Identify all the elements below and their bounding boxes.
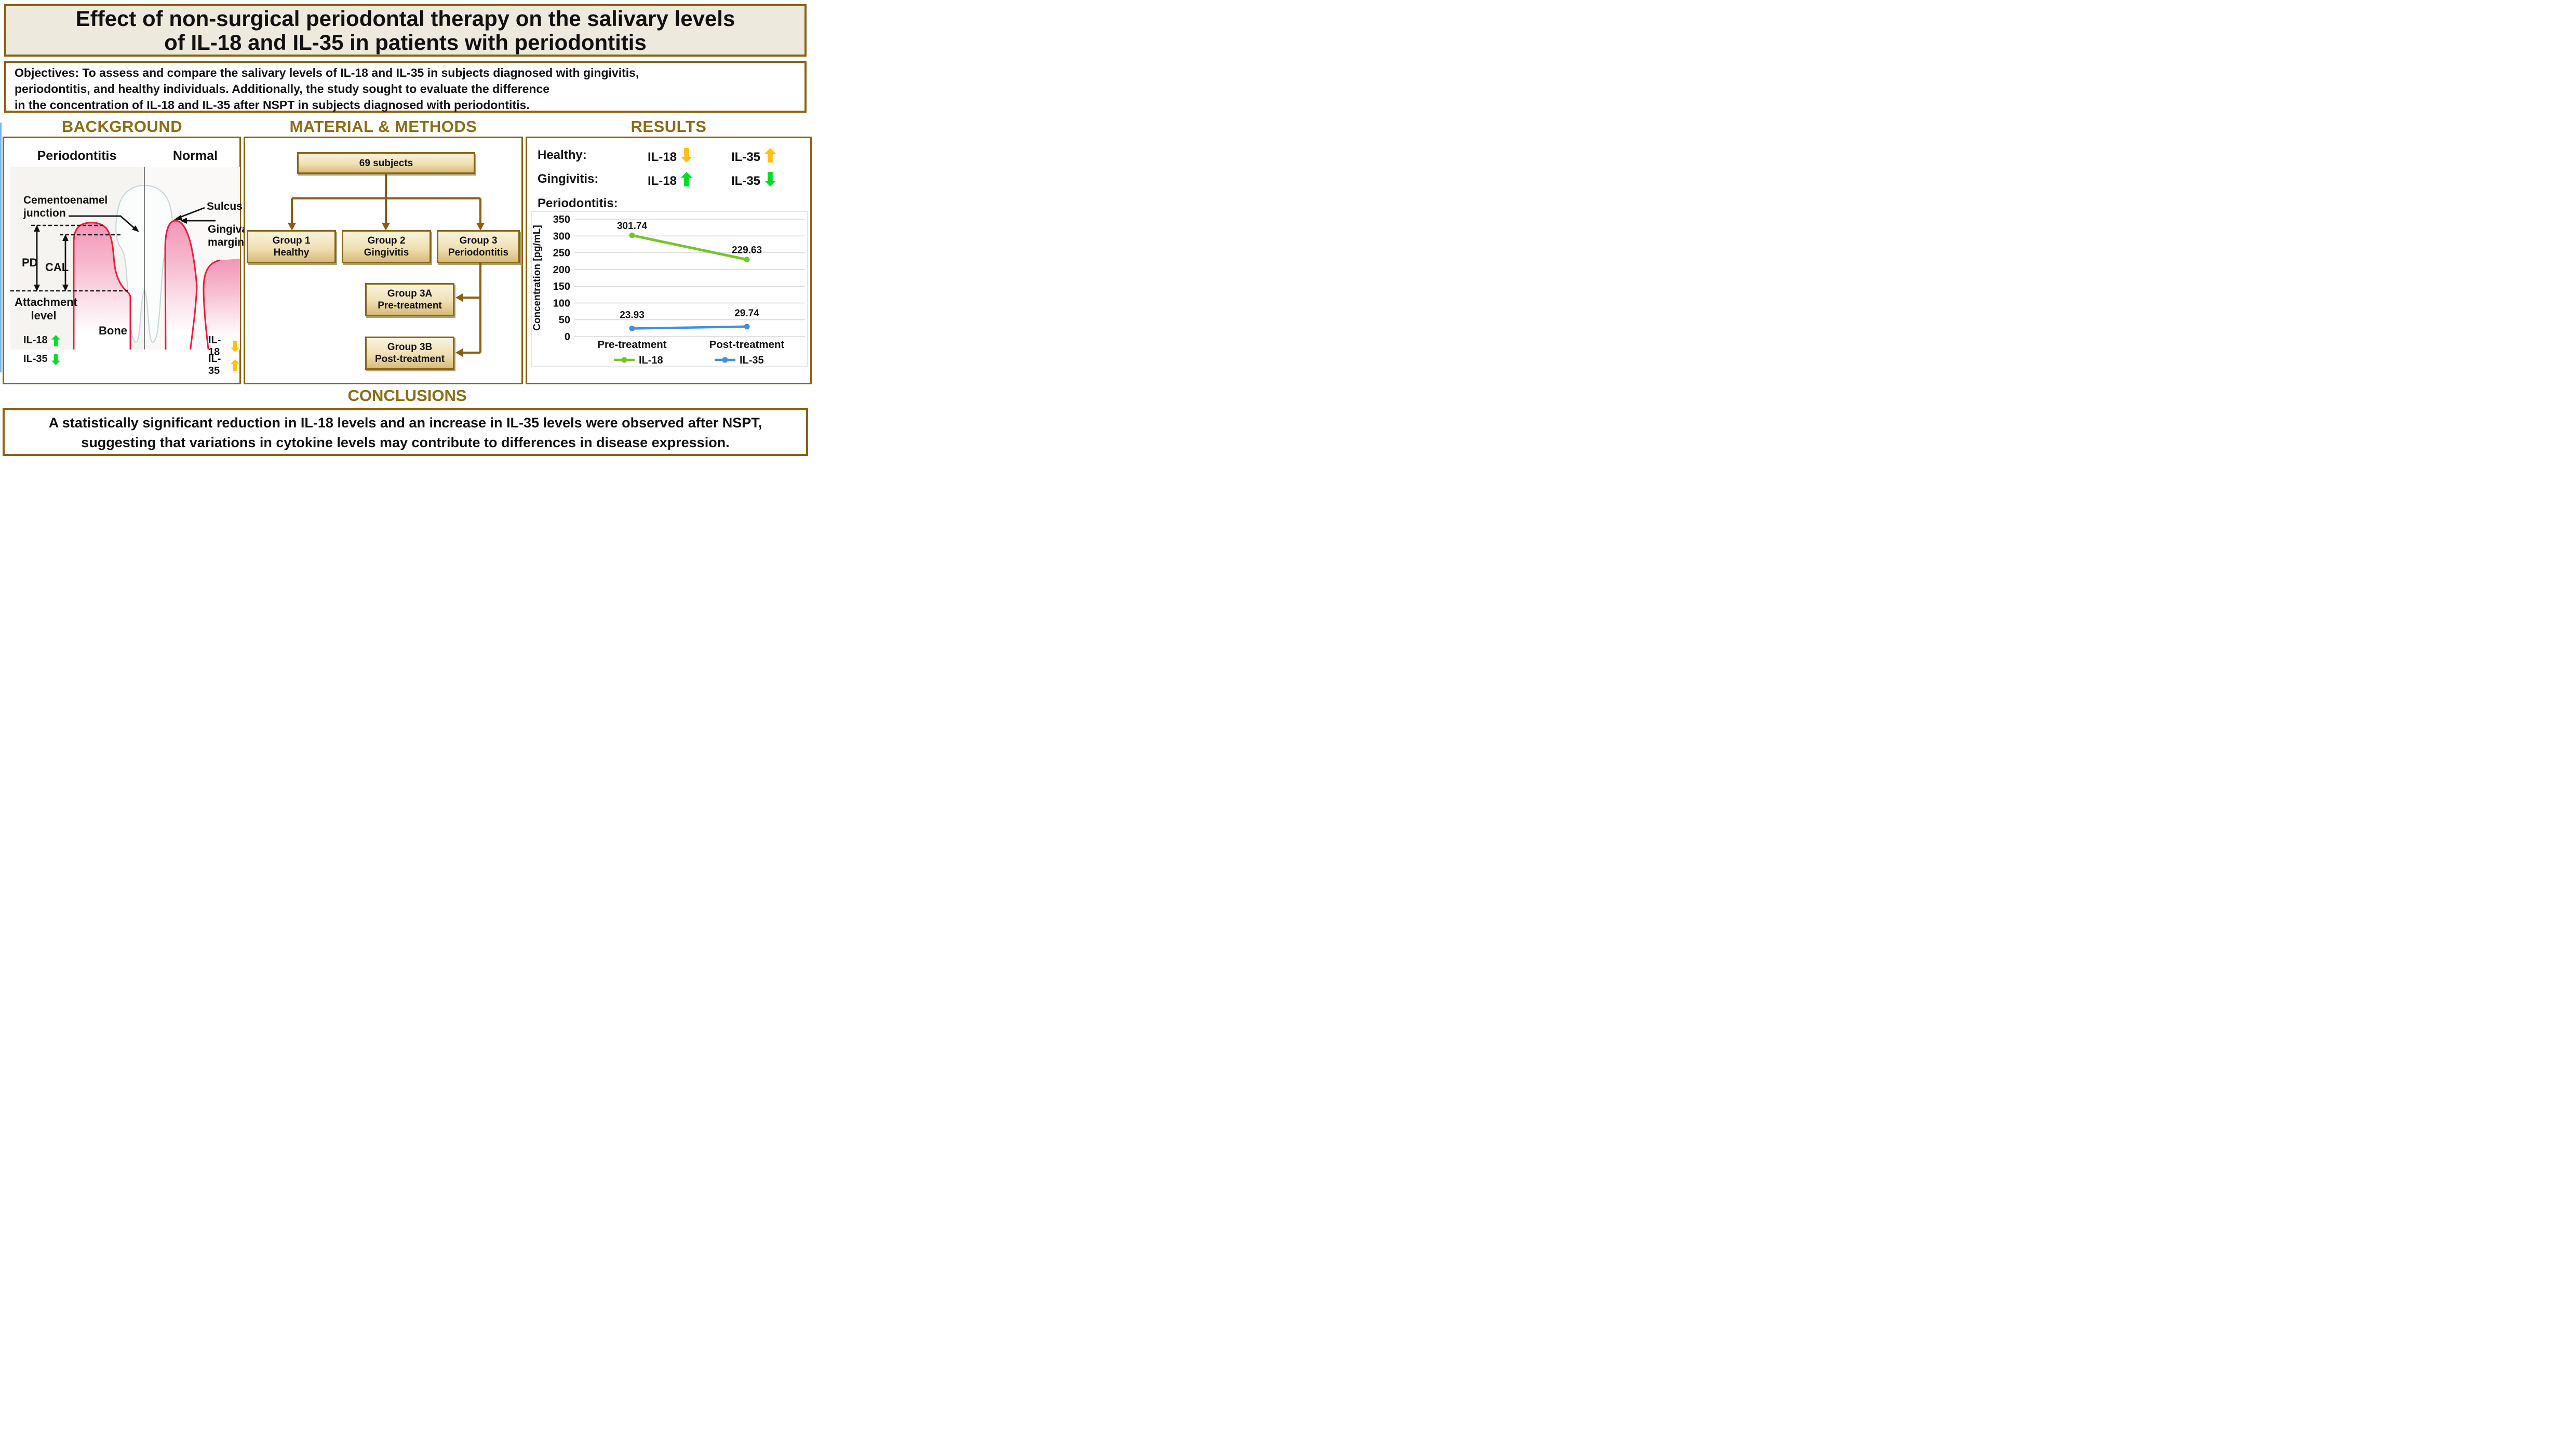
normal-gum-left-lobe: [164, 220, 198, 354]
yellow-up-arrow-icon: [764, 148, 776, 166]
results-healthy-label: Healthy:: [538, 148, 587, 162]
group3-box: Group 3 Periodontitis: [437, 230, 520, 263]
conclusions-line1: A statistically significant reduction in…: [48, 415, 762, 431]
pd-label: PD: [22, 256, 38, 269]
results-gingivitis-label: Gingivitis:: [538, 172, 599, 186]
background-panel: Periodontitis Normal: [3, 137, 251, 384]
objectives-line3: in the concentration of IL-18 and IL-35 …: [15, 98, 530, 112]
attachment-level-label: Attachment level: [15, 296, 78, 322]
cal-label: CAL: [45, 261, 69, 274]
bone-label: Bone: [99, 324, 127, 337]
conclusions-line2: suggesting that variations in cytokine l…: [81, 435, 730, 450]
objectives-line2: periodontitis, and healthy individuals. …: [15, 82, 550, 96]
bg-left-il35-indicator: IL-35: [23, 353, 60, 365]
methods-panel: 69 subjects Group 1 Healthy Group 2 Ging…: [244, 137, 523, 384]
results-healthy-il18: IL-18: [648, 148, 693, 166]
tooth-diagram-graphic: [10, 167, 240, 354]
yellow-up-arrow-icon: [231, 359, 239, 371]
svg-text:50: 50: [559, 315, 570, 326]
svg-text:301.74: 301.74: [617, 221, 648, 232]
pd-measure-arrow: [34, 225, 40, 291]
svg-text:23.93: 23.93: [620, 310, 645, 321]
periodontitis-gum: [73, 222, 131, 354]
svg-text:Post-treatment: Post-treatment: [709, 339, 785, 351]
objectives-box: Objectives: To assess and compare the sa…: [4, 61, 807, 113]
subjects-box: 69 subjects: [297, 152, 475, 174]
gingival-margin-label: Gingival margin: [208, 223, 251, 248]
svg-text:IL-18: IL-18: [639, 355, 663, 366]
left-edge-blue-line: [0, 123, 2, 372]
il18-label: IL-18: [208, 334, 221, 358]
svg-text:229.63: 229.63: [732, 245, 762, 256]
green-up-arrow-icon: [681, 172, 693, 190]
group3b-box: Group 3B Post-treatment: [365, 337, 454, 370]
results-gingivitis-il18: IL-18: [648, 172, 693, 190]
svg-text:0: 0: [565, 331, 570, 343]
title-banner: Effect of non-surgical periodontal thera…: [4, 4, 807, 57]
tooth-diagram: Cementoenamel junction Sulcus Gingival m…: [10, 167, 251, 354]
normal-heading: Normal: [172, 149, 218, 163]
results-gingivitis-il35: IL-35: [731, 172, 776, 190]
svg-text:Concentration [pg/mL]: Concentration [pg/mL]: [532, 225, 543, 331]
green-up-arrow-icon: [51, 334, 60, 346]
svg-text:300: 300: [553, 231, 570, 242]
svg-text:IL-35: IL-35: [740, 355, 764, 366]
conclusions-box: A statistically significant reduction in…: [3, 408, 808, 456]
svg-text:250: 250: [553, 248, 570, 259]
svg-text:Pre-treatment: Pre-treatment: [597, 339, 666, 351]
sulcus-pointer-arrow: [174, 207, 205, 220]
normal-gum-right-edge: [203, 259, 221, 353]
gingival-margin-pointer-arrow: [180, 218, 216, 224]
conclusions-header: CONCLUSIONS: [347, 386, 467, 405]
group3a-box: Group 3A Pre-treatment: [365, 283, 454, 316]
yellow-down-arrow-icon: [681, 148, 693, 166]
periodontitis-heading: Periodontitis: [37, 149, 117, 163]
group1-box: Group 1 Healthy: [247, 230, 336, 263]
green-down-arrow-icon: [51, 353, 60, 365]
group2-box: Group 2 Gingivitis: [342, 230, 431, 263]
bg-right-il35-indicator: IL-35: [208, 353, 239, 377]
flowchart-connectors: [288, 174, 485, 357]
il35-label: IL-35: [23, 353, 48, 365]
background-header: BACKGROUND: [61, 117, 183, 136]
cal-measure-arrow: [62, 234, 69, 291]
sulcus-label: Sulcus: [207, 200, 243, 212]
svg-text:350: 350: [553, 214, 570, 225]
cej-pointer-arrow: [69, 215, 139, 232]
svg-text:200: 200: [553, 264, 570, 276]
cej-label: Cementoenamel junction: [23, 194, 108, 219]
svg-text:29.74: 29.74: [734, 308, 759, 319]
il35-label: IL-35: [208, 353, 221, 377]
results-healthy-il35: IL-35: [731, 148, 776, 166]
normal-gum-right-lobe: [204, 259, 240, 353]
poster-title-line1: Effect of non-surgical periodontal thera…: [75, 6, 735, 31]
poster-title-line2: of IL-18 and IL-35 in patients with peri…: [164, 30, 647, 55]
results-periodontitis-label: Periodontitis:: [538, 196, 618, 210]
bg-right-il18-indicator: IL-18: [208, 334, 239, 358]
bg-left-il18-indicator: IL-18: [23, 334, 60, 346]
methods-header: MATERIAL & METHODS: [289, 117, 477, 136]
graphical-abstract: Effect of non-surgical periodontal thera…: [0, 0, 814, 458]
svg-text:100: 100: [553, 298, 570, 309]
objectives-line1: Objectives: To assess and compare the sa…: [15, 66, 639, 79]
green-down-arrow-icon: [764, 172, 776, 190]
yellow-down-arrow-icon: [231, 341, 239, 352]
il18-label: IL-18: [23, 334, 48, 346]
results-header: RESULTS: [630, 117, 707, 136]
svg-text:150: 150: [553, 281, 570, 292]
